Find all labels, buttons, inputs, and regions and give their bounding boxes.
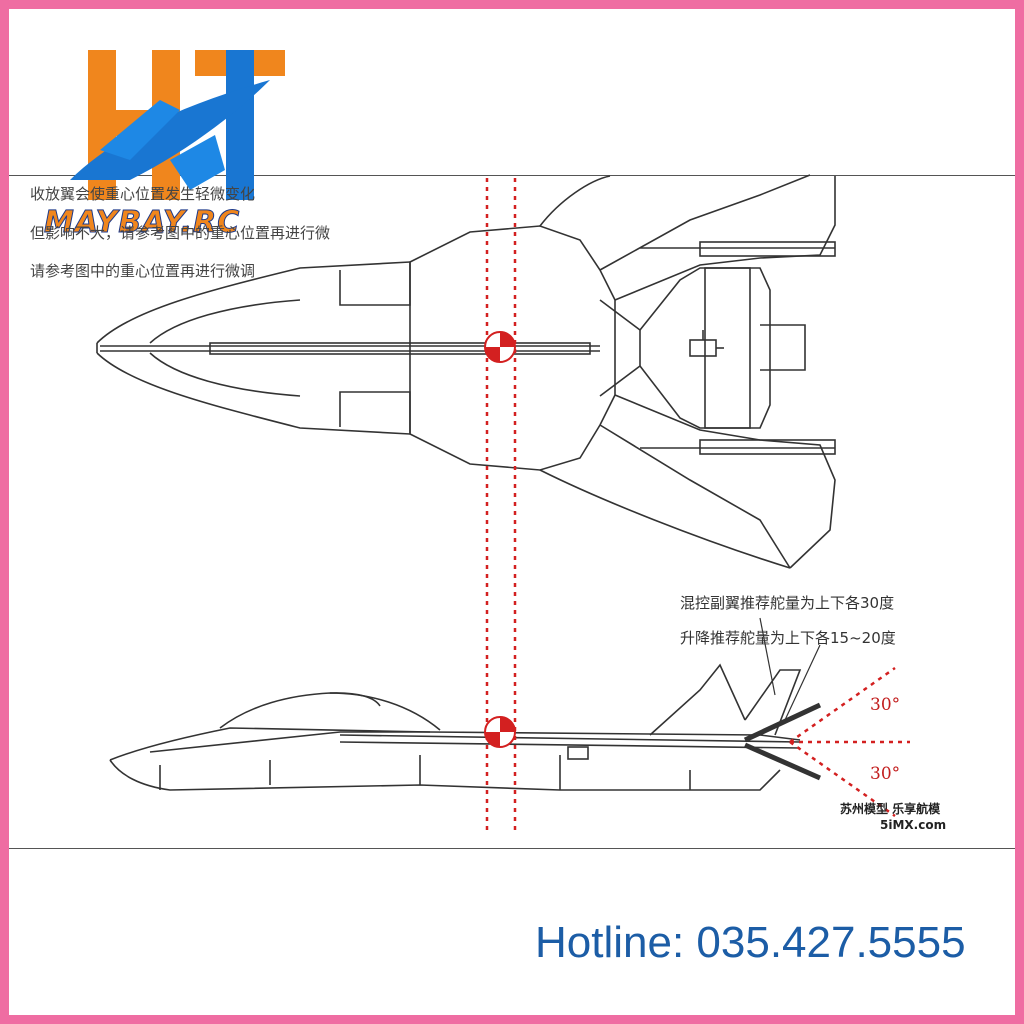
aileron-throw-note: 混控副翼推荐舵量为上下各30度: [680, 594, 895, 612]
angle-up-label: 30°: [870, 695, 901, 715]
cg-marker-top: [484, 331, 516, 363]
cg-note-line1: 收放翼会使重心位置发生轻微变化: [30, 185, 256, 203]
side-view-plane: [109, 663, 822, 791]
hotline-text: Hotline: 035.427.5555: [535, 918, 966, 967]
cg-marker-side: [484, 716, 516, 748]
cg-note-line2: 但影响不大，请参考图中的重心位置再进行微调: [30, 224, 330, 242]
logo-brand-text: MAYBAY.RC: [43, 205, 241, 241]
watermark-line2: 5iMX.com: [880, 818, 947, 832]
cg-guide-lines: [485, 178, 517, 832]
watermark-line1: 苏州模型 乐享航模: [840, 802, 941, 816]
angle-down-label: 30°: [870, 764, 901, 784]
brand-logo: [40, 40, 300, 250]
logo-graphic: [70, 50, 285, 200]
deflection-guide-lines: [789, 666, 910, 818]
top-view-plane: [96, 174, 836, 569]
elevator-throw-note: 升降推荐舵量为上下各15~20度: [680, 629, 896, 647]
diagram-top-border: [9, 175, 1015, 176]
cg-note-line3: 请参考图中的重心位置再进行微调: [30, 262, 256, 280]
label-leader-lines: [759, 617, 821, 721]
diagram-bottom-border: [9, 848, 1015, 849]
